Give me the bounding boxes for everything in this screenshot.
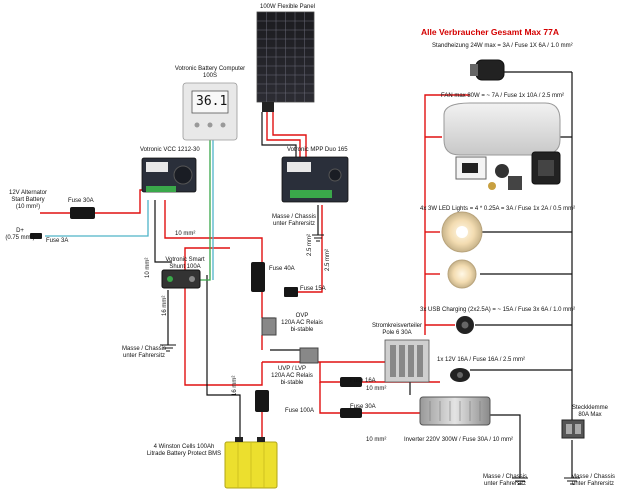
fuse-100a-icon [255,390,269,412]
wire-neg-inv [490,414,521,478]
negative-wires [154,71,573,478]
fuse-40a-icon [251,262,265,292]
ovp-relay-icon [261,317,277,336]
uvp-relay-icon [299,347,319,364]
ground-symbol-mppt-icon [312,234,324,242]
ground-label-mppt: Masse / Chassis unter Fahrersitz [271,214,316,227]
ground-symbol-bottom1-icon [512,477,528,485]
led-light-icons [441,211,483,289]
dcdc-charger-icon [141,157,197,193]
wire-label-16mm-battery: 16 mm² [232,375,238,396]
ground-symbols [160,234,580,485]
terminal-block-icon [561,419,585,439]
ground-symbol-left-icon [160,344,176,352]
fuse-15a-icon [284,287,298,297]
ground-label-bottom2: Masse / Chassis unter Fahrersitz [570,474,615,487]
wire-f16-branch [319,362,340,383]
relay-icons [261,317,319,364]
wire-dplus [45,200,149,237]
ovp-relay-label: OVP 120A AC Relais bi-stable [281,313,323,333]
inverter-label: Inverter 220V 300W / Fuse 30A / 10 mm² [404,437,514,443]
load-12v-label: 1x 12V 16A / Fuse 16A / 2.5 mm² [437,357,526,363]
wire-loop [184,247,263,386]
load-fan-label: FAN max 80W = ~ 7A / Fuse 1x 10A / 2.5 m… [441,93,565,99]
terminal-label: Steckklemme 80A Max [571,405,608,418]
dcdc-charger-label: Votronic VCC 1212-30 [140,147,200,153]
solar-panel-label: 100W Flexible Panel [260,4,316,10]
distributor-label: Stromkreisverteiler Pole 6 30A [371,323,422,336]
wire-label-2.5mm-b: 2.5 mm² [325,248,331,271]
fuse-holder-icons [30,207,362,418]
ground-symbol-bottom2-icon [564,477,580,485]
fuse-30a-label: Fuse 30A [68,198,94,204]
fuse-100a-label: Fuse 100A [285,408,315,414]
wire-neg-batt [206,275,241,440]
smart-shunt-icon [161,269,201,289]
socket-12v-icon [450,368,470,382]
wire-solar-pos [266,112,301,157]
ground-label-left: Masse / Chassis unter Fahrersitz [121,346,166,359]
wire-f30-branch [319,382,340,414]
fuse-30a-icon [70,207,95,219]
battery-computer-icon [182,82,238,141]
wire-label-10mm-inv2: 10 mm² [366,437,387,443]
smart-shunt-label: Votronic Smart Shunt 100A [165,257,205,270]
wire-dist-bus [424,94,470,335]
ground-label-bottom1: Masse / Chassis unter Fahrersitz [482,474,527,487]
solar-panel-icon [256,11,315,112]
inverter-icon [419,396,491,426]
roof-fan-icon [443,102,561,156]
mppt-label: Votronic MPP Duo 165 [287,147,348,153]
wire-label-2.5mm-a: 2.5 mm² [307,233,313,256]
wire-neg-vcc [154,200,172,263]
fuse-30a-inverter-label: Fuse 30A [350,404,376,410]
wire-label-10mm-top: 10 mm² [175,231,196,237]
wire-solar-neg [261,112,297,157]
load-usb-label: 3x USB Charging (2x2.5A) = ~ 15A / Fuse … [420,307,576,313]
battery-computer-display: 36.1 [196,94,228,109]
battery-icon [224,437,278,489]
fan-control-icons [455,151,561,190]
battery-label: 4 Winston Cells 100Ah Litrade Battery Pr… [146,444,222,457]
fuse-3a-label: Fuse 3A [46,238,69,244]
battery-computer-label: Votronic Battery Computer 100S [174,66,246,79]
dplus-label: D+ (0.75 mm²) [5,228,35,241]
fuse-40a-label: Fuse 40A [269,266,295,272]
fuse-15a-label: Fuse 15A [300,286,326,292]
diagram-title: Alle Verbraucher Gesamt Max 77A [421,27,559,37]
signal-wires [45,140,214,280]
fuse-16a-label: Fuse 16A [350,378,376,384]
led-light-2-icon [447,259,477,289]
wire-mppt-pos [298,205,323,293]
alternator-label: 12V Alternator Start Battery (10 mm²) [8,190,48,210]
fuse-30a-inverter-icon [340,408,362,418]
wire-label-10mm-left: 10 mm² [145,257,151,278]
wire-alt-vcc [95,189,150,214]
fuse-3a-icon [30,233,42,239]
heater-icon [470,59,505,81]
fuse-16a-icon [340,377,362,387]
load-heater-label: Standheizung 24W max = 3A / Fuse 1X 6A /… [432,43,573,49]
uvp-relay-label: UVP / LVP 120A AC Relais bi-stable [271,366,313,386]
wire-solar-pos2 [272,112,307,157]
wire-label-10mm-inv1: 10 mm² [366,386,387,392]
load-led-label: 4x 3W LED Lights = 4 * 0.25A = 3A / Fuse… [420,206,576,212]
mppt-icon [281,156,349,203]
wire-label-16mm-left: 16 mm² [162,295,168,316]
distributor-icon [384,339,430,383]
usb-socket-icon [456,316,474,334]
